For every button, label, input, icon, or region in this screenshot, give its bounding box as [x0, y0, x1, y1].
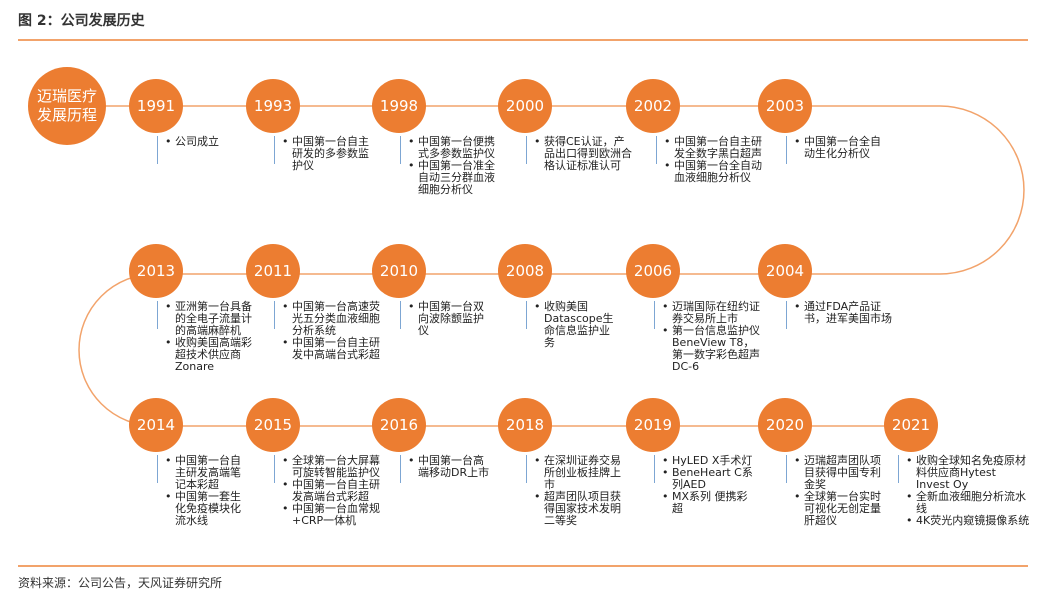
event-item: 收购全球知名免疫原材料供应商Hytest Invest Oy [904, 455, 1030, 491]
event-item: 中国第一台高端移动DR上市 [406, 455, 490, 479]
event-items: 中国第一台双向波除颤监护仪 [400, 301, 492, 337]
event-items: 中国第一台自主研发高端笔记本彩超 中国第一套生化免疫模块化流水线 [157, 455, 249, 527]
event-item: 中国第一台自主研发高端笔记本彩超 [163, 455, 249, 491]
event-items: HyLED X手术灯 BeneHeart C系列AED MX系列 便携彩超 [654, 455, 758, 515]
event-items: 获得CE认证，产品出口得到欧洲合格认证标准认可 [526, 136, 634, 172]
event-item: 收购美国Datascope生命信息监护业务 [532, 301, 614, 349]
event-item: 公司成立 [163, 136, 253, 149]
year-node: 2014 [129, 398, 183, 452]
event-item: 亚洲第一台具备的全电子流量计的高端麻醉机 [163, 301, 259, 337]
event-item: 在深圳证券交易所创业板挂牌上市 [532, 455, 626, 491]
event-item: 通过FDA产品证书，进军美国市场 [792, 301, 896, 325]
year-label: 2016 [379, 416, 419, 434]
year-node: 2008 [498, 244, 552, 298]
connector-curve-right [939, 105, 1025, 275]
event-item: BeneHeart C系列AED [660, 467, 758, 491]
event-item: 中国第一台全自动血液细胞分析仪 [662, 160, 762, 184]
year-node: 1993 [246, 79, 300, 133]
year-label: 2015 [253, 416, 293, 434]
year-node: 2011 [246, 244, 300, 298]
event-items: 全球第一台大屏幕可旋转智能监护仪 中国第一台自主研发高端台式彩超 中国第一台血常… [274, 455, 380, 527]
year-label: 2000 [505, 97, 545, 115]
year-node: 1998 [372, 79, 426, 133]
event-item: 中国第一台准全自动三分群血液细胞分析仪 [406, 160, 502, 196]
event-items: 中国第一台便携式多参数监护仪 中国第一台准全自动三分群血液细胞分析仪 [400, 136, 502, 196]
event-item: 4K荧光内窥镜摄像系统 [904, 515, 1030, 528]
year-label: 2002 [633, 97, 673, 115]
year-node: 2003 [758, 79, 812, 133]
event-items: 亚洲第一台具备的全电子流量计的高端麻醉机 收购美国高端彩超技术供应商Zonare [157, 301, 259, 373]
year-label: 2014 [136, 416, 176, 434]
event-items: 收购美国Datascope生命信息监护业务 [526, 301, 614, 349]
event-items: 迈瑞超声团队项目获得中国专利金奖 全球第一台实时可视化无创定量肝超仪 [786, 455, 888, 527]
year-node: 2010 [372, 244, 426, 298]
event-item: 迈瑞超声团队项目获得中国专利金奖 [792, 455, 888, 491]
event-item: HyLED X手术灯 [660, 455, 758, 468]
event-item: 中国第一台便携式多参数监护仪 [406, 136, 502, 160]
event-item: 第一台信息监护仪BeneView T8，第一数字彩色超声DC-6 [660, 325, 760, 373]
event-item: 全球第一台实时可视化无创定量肝超仪 [792, 491, 888, 527]
event-item: 中国第一台全自动生化分析仪 [792, 136, 888, 160]
year-label: 2003 [765, 97, 805, 115]
year-label: 1991 [136, 97, 176, 115]
event-item: 中国第一套生化免疫模块化流水线 [163, 491, 249, 527]
year-node: 2018 [498, 398, 552, 452]
year-label: 2018 [505, 416, 545, 434]
year-label: 2010 [379, 262, 419, 280]
event-item: 全球第一台大屏幕可旋转智能监护仪 [280, 455, 380, 479]
event-item: 全新血液细胞分析流水线 [904, 491, 1030, 515]
year-label: 2011 [253, 262, 293, 280]
event-items: 通过FDA产品证书，进军美国市场 [786, 301, 896, 329]
year-node: 2016 [372, 398, 426, 452]
event-item: 获得CE认证，产品出口得到欧洲合格认证标准认可 [532, 136, 634, 172]
year-node: 1991 [129, 79, 183, 133]
year-label: 2008 [505, 262, 545, 280]
year-label: 1993 [253, 97, 293, 115]
year-node: 2020 [758, 398, 812, 452]
event-items: 中国第一台自主研发的多参数监护仪 [274, 136, 378, 172]
event-item: 中国第一台自主研发的多参数监护仪 [280, 136, 378, 172]
year-node: 2000 [498, 79, 552, 133]
year-label: 2006 [633, 262, 673, 280]
year-label: 2021 [891, 416, 931, 434]
event-item: 中国第一台自主研发中高端台式彩超 [280, 337, 382, 361]
year-node: 2019 [626, 398, 680, 452]
event-item: MX系列 便携彩超 [660, 491, 758, 515]
year-label: 2020 [765, 416, 805, 434]
event-items: 中国第一台全自动生化分析仪 [786, 136, 888, 164]
event-items: 公司成立 [157, 136, 253, 164]
event-item: 中国第一台自主研发全数字黑白超声 [662, 136, 762, 160]
year-label: 2019 [633, 416, 673, 434]
year-label: 1998 [379, 97, 419, 115]
figure-title: 图 2：公司发展历史 [18, 13, 145, 29]
event-items: 中国第一台高速荧光五分类血液细胞分析系统 中国第一台自主研发中高端台式彩超 [274, 301, 382, 361]
event-items: 中国第一台自主研发全数字黑白超声 中国第一台全自动血液细胞分析仪 [656, 136, 762, 184]
timeline-start-label: 迈瑞医疗发展历程 [36, 87, 97, 124]
event-items: 收购全球知名免疫原材料供应商Hytest Invest Oy 全新血液细胞分析流… [898, 455, 1030, 528]
source-note: 资料来源：公司公告，天风证券研究所 [18, 576, 223, 590]
bottom-rule [18, 565, 1028, 567]
event-item: 中国第一台血常规+CRP一体机 [280, 503, 380, 527]
top-rule [18, 39, 1028, 41]
year-node: 2006 [626, 244, 680, 298]
event-item: 中国第一台高速荧光五分类血液细胞分析系统 [280, 301, 382, 337]
event-item: 迈瑞国际在纽约证券交易所上市 [660, 301, 760, 325]
year-label: 2004 [765, 262, 805, 280]
year-node: 2002 [626, 79, 680, 133]
year-label: 2013 [136, 262, 176, 280]
event-items: 中国第一台高端移动DR上市 [400, 455, 490, 483]
year-node: 2015 [246, 398, 300, 452]
event-items: 在深圳证券交易所创业板挂牌上市 超声团队项目获得国家技术发明二等奖 [526, 455, 626, 527]
year-node: 2013 [129, 244, 183, 298]
event-item: 超声团队项目获得国家技术发明二等奖 [532, 491, 626, 527]
timeline-start-circle: 迈瑞医疗发展历程 [28, 67, 106, 145]
event-item: 中国第一台双向波除颤监护仪 [406, 301, 492, 337]
year-node: 2004 [758, 244, 812, 298]
event-item: 收购美国高端彩超技术供应商Zonare [163, 337, 259, 373]
event-item: 中国第一台自主研发高端台式彩超 [280, 479, 380, 503]
connector-curve-left [78, 273, 156, 427]
year-node: 2021 [884, 398, 938, 452]
event-items: 迈瑞国际在纽约证券交易所上市 第一台信息监护仪BeneView T8，第一数字彩… [654, 301, 760, 373]
